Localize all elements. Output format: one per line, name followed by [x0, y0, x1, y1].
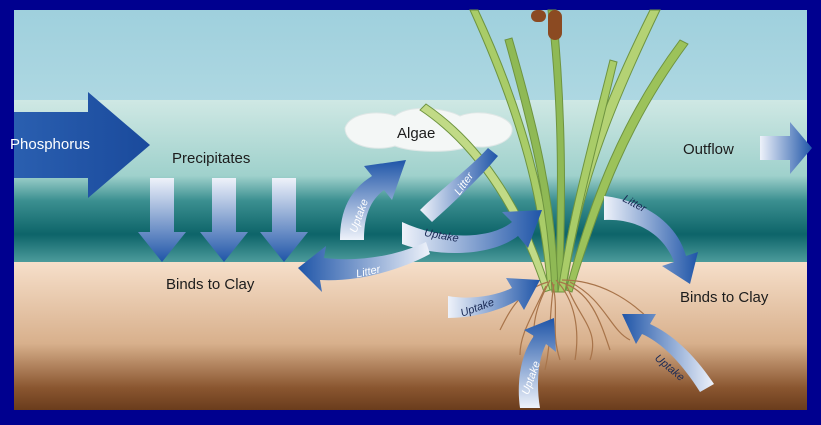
algae-label: Algae	[397, 125, 435, 142]
phosphorus-label: Phosphorus	[10, 136, 90, 153]
cattail-head-left	[531, 10, 546, 22]
cattail-head-right	[548, 10, 562, 40]
precipitates-label: Precipitates	[172, 150, 250, 167]
binds-to-clay-left-label: Binds to Clay	[166, 276, 254, 293]
binds-to-clay-right-label: Binds to Clay	[680, 289, 768, 306]
sediment-layer	[14, 262, 807, 410]
outflow-label: Outflow	[683, 141, 734, 158]
